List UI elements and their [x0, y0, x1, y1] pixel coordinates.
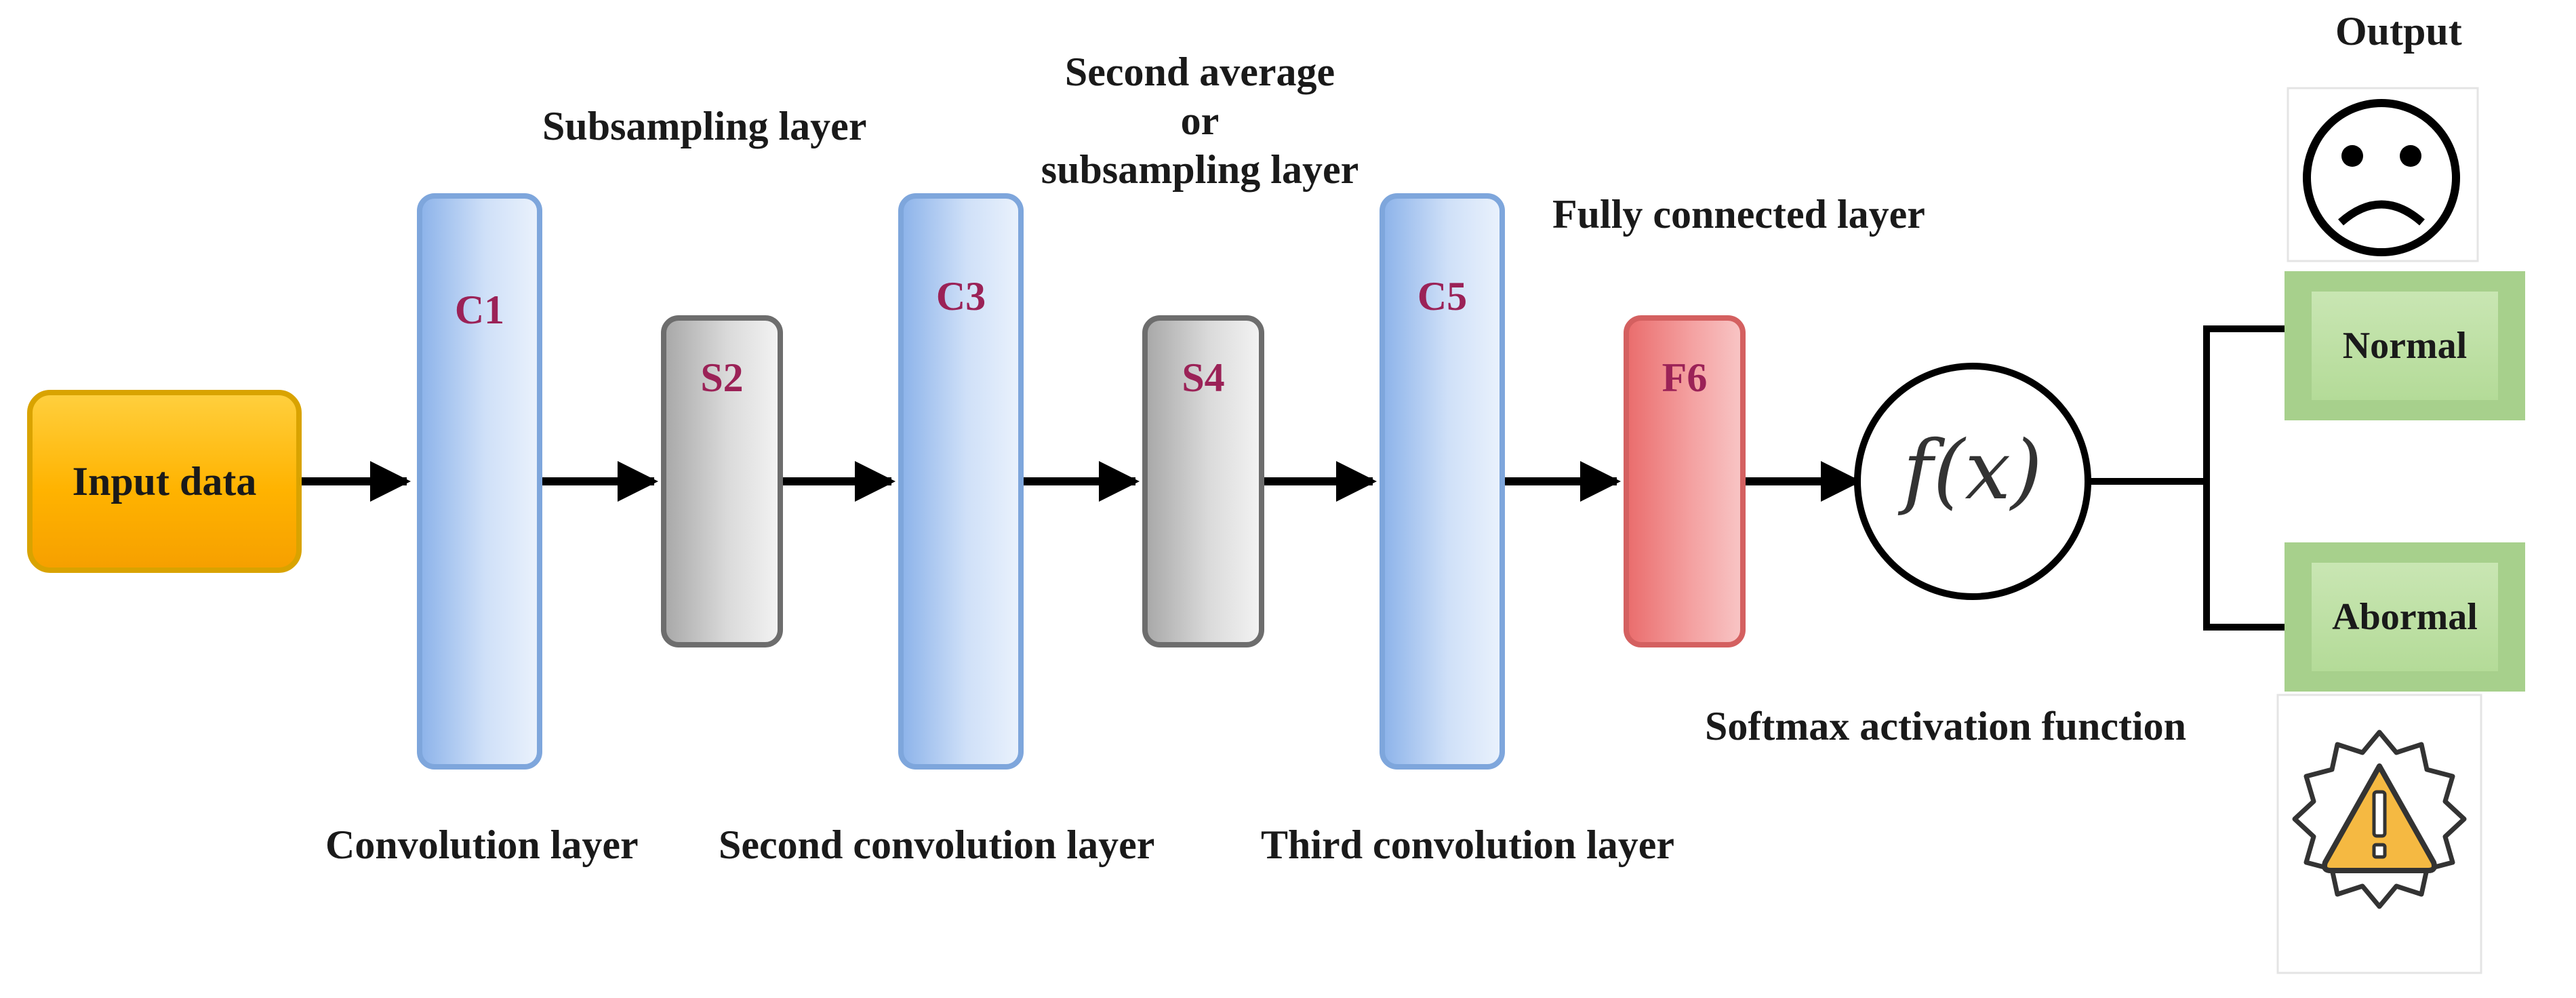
f6-node: F6 [1624, 315, 1746, 647]
warning-badge-icon [2276, 694, 2482, 974]
input-data-label: Input data [72, 458, 257, 504]
s2-node: S2 [661, 315, 783, 647]
input-data-node: Input data [27, 390, 302, 573]
softmax-function-label: f(x) [1903, 424, 2042, 518]
sad-face-icon [2287, 87, 2479, 262]
output-title: Output [2335, 9, 2462, 54]
abnormal-output-label: Abormal [2312, 563, 2498, 671]
second-average-line3: subsampling layer [1041, 147, 1359, 192]
s4-node: S4 [1142, 315, 1264, 647]
softmax-activation-function-label: Softmax activation function [1705, 704, 2186, 748]
f6-label: F6 [1662, 355, 1708, 400]
abnormal-output-button: Abormal [2285, 542, 2525, 692]
c3-label: C3 [935, 274, 986, 319]
second-average-label: Second average or subsampling layer [1017, 47, 1383, 194]
normal-output-button: Normal [2285, 271, 2525, 420]
c5-label: C5 [1417, 274, 1468, 319]
normal-output-label: Normal [2312, 292, 2498, 400]
second-convolution-layer-label: Second convolution layer [719, 822, 1155, 867]
second-average-line2: or [1180, 98, 1220, 143]
c5-node: C5 [1380, 193, 1505, 770]
subsampling-layer-label: Subsampling layer [542, 104, 867, 148]
third-convolution-layer-label: Third convolution layer [1261, 822, 1675, 867]
s2-label: S2 [700, 355, 744, 400]
fully-connected-layer-label: Fully connected layer [1552, 192, 1925, 237]
c1-node: C1 [417, 193, 542, 770]
convolution-layer-label: Convolution layer [325, 822, 639, 867]
output-bracket [2203, 325, 2285, 631]
c3-node: C3 [898, 193, 1024, 770]
s4-label: S4 [1182, 355, 1225, 400]
c1-label: C1 [454, 287, 505, 332]
second-average-line1: Second average [1064, 49, 1335, 94]
